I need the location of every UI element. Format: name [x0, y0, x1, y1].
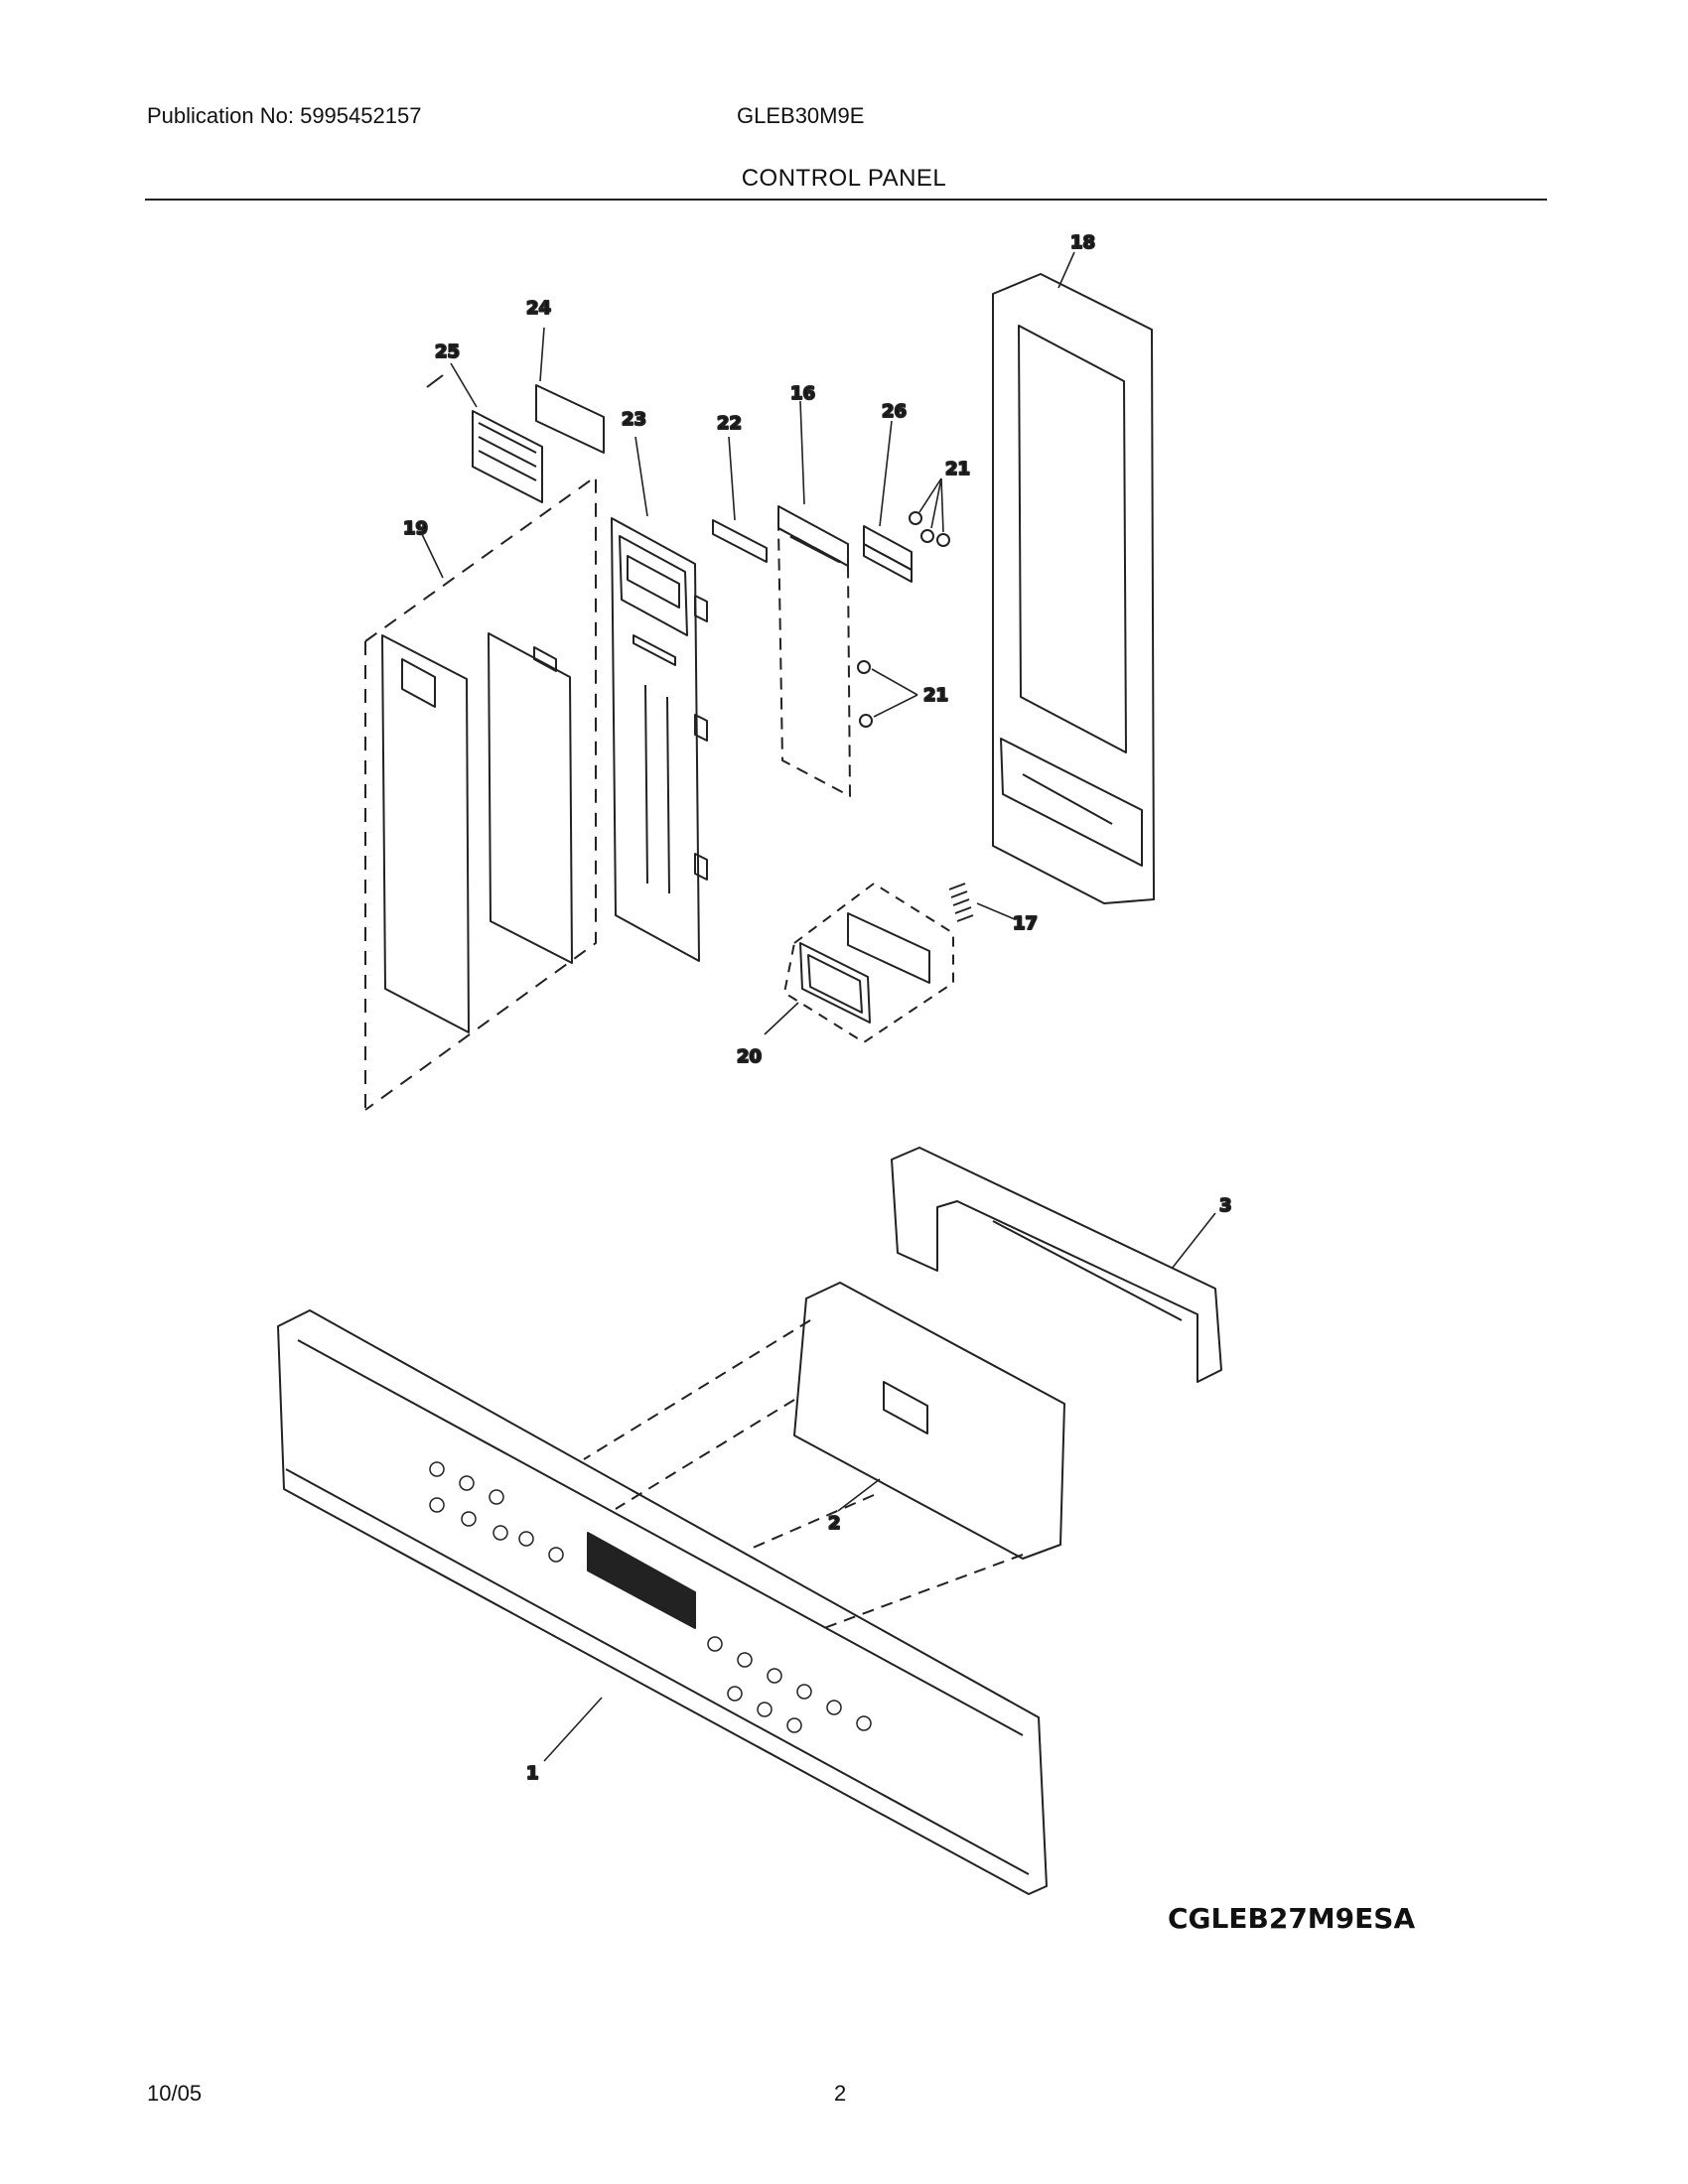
callout-leaders	[420, 251, 1216, 1762]
part-3-trim	[891, 1147, 1222, 1383]
callout-3: 3	[1219, 1195, 1232, 1216]
callout-25: 25	[435, 341, 460, 362]
part-20-spring	[948, 883, 974, 922]
callout-2: 2	[828, 1513, 841, 1534]
section-title: CONTROL PANEL	[741, 165, 947, 192]
part-17-frame	[992, 273, 1155, 904]
page-number: 2	[834, 2081, 847, 2106]
callout-16: 16	[790, 383, 815, 404]
callout-19: 20	[737, 1046, 762, 1067]
footer-date: 10/05	[147, 2081, 203, 2106]
callout-23: 23	[622, 409, 646, 430]
part-2-control-board	[793, 1282, 1065, 1560]
callout-21-lower: 21	[923, 685, 948, 706]
callout-1: 1	[526, 1763, 539, 1784]
part-19-button-group	[783, 883, 954, 1043]
callout-20: 17	[1013, 913, 1038, 934]
callout-22: 22	[717, 413, 742, 434]
part-22-strip	[712, 519, 768, 563]
part-21-screws	[857, 511, 950, 728]
callout-24: 24	[526, 298, 551, 319]
callout-21-upper: 21	[945, 459, 970, 479]
publication-number: Publication No: 5995452157	[147, 103, 422, 128]
part-18-overlay-group	[364, 374, 597, 1111]
callout-17: 18	[1070, 232, 1095, 253]
diagram-code: CGLEB27M9ESA	[1168, 1902, 1416, 1935]
part-16-circuit-board	[777, 505, 851, 797]
part-23-mounting-bracket	[611, 517, 708, 962]
part-26-bracket	[863, 525, 913, 583]
model-number: GLEB30M9E	[737, 103, 865, 128]
part-1-console-panel	[277, 1309, 1048, 1895]
part-25-board	[472, 410, 543, 503]
header-rule	[145, 199, 1547, 201]
part-24-board	[535, 384, 605, 454]
callout-26: 26	[882, 401, 907, 422]
projection-lines	[583, 1319, 1024, 1629]
callout-18: 19	[403, 518, 428, 539]
